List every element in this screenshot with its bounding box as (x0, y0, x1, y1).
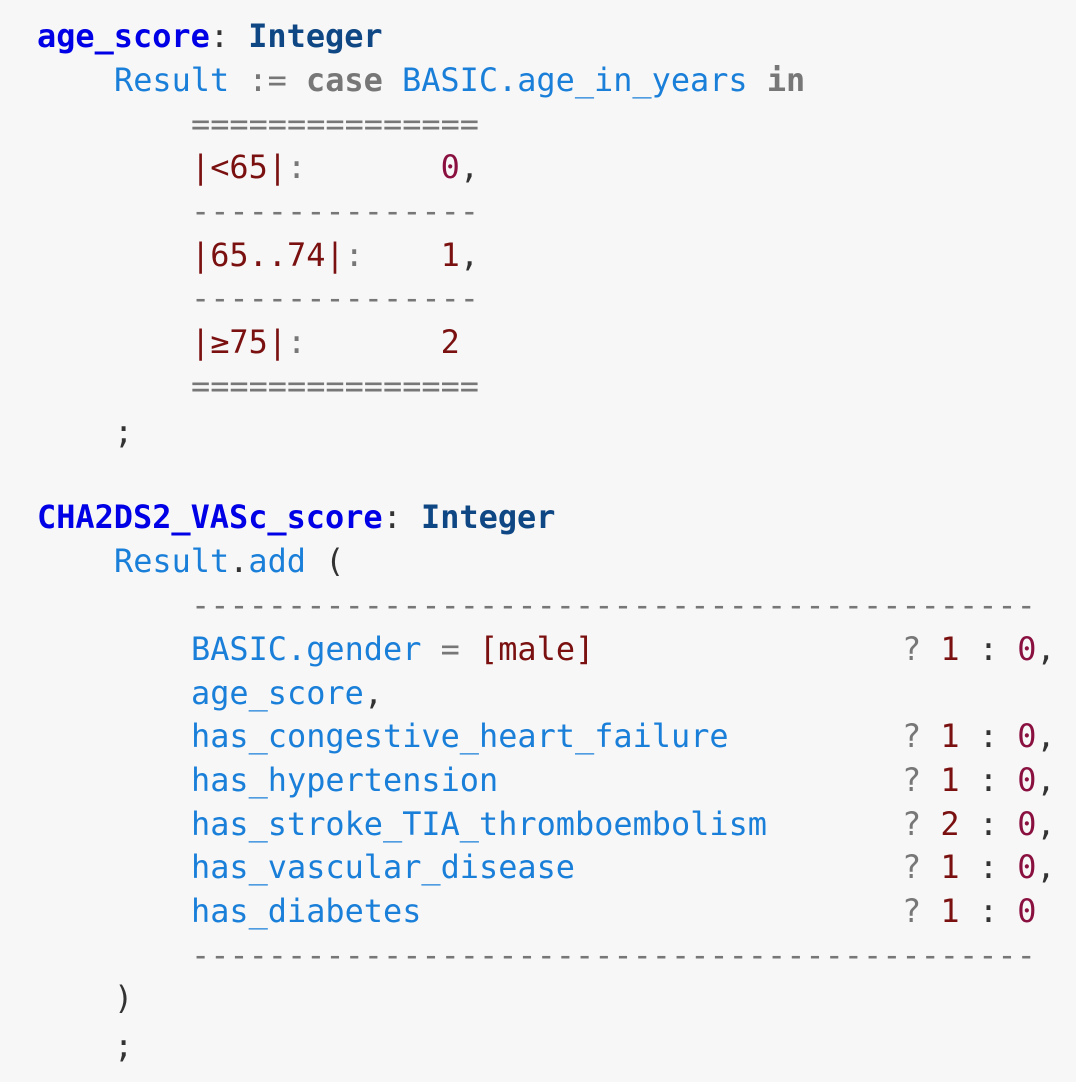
gender-expression: BASIC.gender (191, 630, 422, 668)
age-score-type: Integer (248, 17, 383, 55)
row-bar-close: | (267, 323, 288, 361)
term-name: has_hypertension (191, 761, 499, 799)
row-bar-open: | (191, 236, 211, 274)
case-row-separator: --------------- (191, 192, 479, 230)
ternary-question: ? (902, 717, 922, 755)
terms-bottom-rule: ----------------------------------------… (191, 936, 1036, 974)
term-comma: , (1036, 717, 1056, 755)
row-colon: : (344, 236, 364, 274)
case-row: |≥75|: 2 (191, 320, 460, 364)
ternary-colon: : (978, 630, 999, 668)
age-score-terminator: ; (114, 413, 134, 451)
terms-top-rule: ----------------------------------------… (191, 586, 1036, 624)
term-row-gender: BASIC.gender = [male] (191, 627, 594, 671)
age-score-name: age_score (37, 17, 210, 55)
ternary-else: 0 (1017, 761, 1037, 799)
row-range: ≥75 (210, 323, 268, 361)
term-row-age-score: age_score, (191, 671, 383, 715)
ternary-then: 1 (940, 761, 960, 799)
age-score-reference: age_score (191, 674, 364, 712)
ternary-question: ? (902, 630, 922, 668)
row-bar-open: | (191, 323, 211, 361)
case-table-bottom-rule: =============== (191, 367, 479, 405)
open-paren: ( (325, 542, 345, 580)
ternary-else: 0 (1017, 630, 1037, 668)
case-row: |65..74|: 1, (191, 233, 479, 277)
case-table-top-rule: =============== (191, 105, 479, 143)
ternary-colon: : (978, 761, 999, 799)
row-colon: : (287, 148, 307, 186)
ternary-colon: : (978, 717, 999, 755)
term-name: has_vascular_disease (191, 848, 575, 886)
ternary-else: 0 (1017, 848, 1037, 886)
gender-value: [male] (479, 630, 595, 668)
term-ternary: ? 1 : 0, (902, 758, 1056, 802)
vasc-score-name: CHA2DS2_VASc_score (37, 498, 383, 536)
term-name: has_stroke_TIA_thromboembolism (191, 805, 767, 843)
ternary-then: 2 (940, 805, 960, 843)
term-comma: , (1036, 761, 1056, 799)
term-ternary: ? 1 : 0 (902, 889, 1036, 933)
row-value: 1 (440, 236, 460, 274)
row-range: 65..74 (210, 236, 326, 274)
case-row: |<65|: 0, (191, 145, 479, 189)
row-value: 2 (440, 323, 460, 361)
ternary-question: ? (902, 848, 922, 886)
vasc-score-type: Integer (421, 498, 556, 536)
row-comma: , (459, 148, 480, 186)
term-comma: , (1036, 805, 1056, 843)
ternary-else: 0 (1017, 892, 1037, 930)
case-expression: BASIC.age_in_years (402, 61, 748, 99)
ternary-colon: : (978, 848, 999, 886)
in-keyword: in (766, 61, 806, 99)
declaration-colon: : (209, 17, 230, 55)
term-ternary: ? 1 : 0, (902, 627, 1056, 671)
add-method: add (248, 542, 307, 580)
term-ternary: ? 1 : 0, (902, 845, 1056, 889)
ternary-then: 1 (940, 717, 960, 755)
term-comma: , (363, 674, 384, 712)
row-range: <65 (210, 148, 268, 186)
ternary-question: ? (902, 761, 922, 799)
vasc-result-line: Result.add ( (114, 539, 344, 583)
term-ternary: ? 1 : 0, (902, 714, 1056, 758)
ternary-colon: : (978, 805, 999, 843)
term-comma: , (1036, 848, 1056, 886)
ternary-question: ? (902, 805, 922, 843)
ternary-question: ? (902, 892, 922, 930)
term-comma: , (1036, 630, 1056, 668)
vasc-score-terminator: ; (114, 1027, 134, 1065)
row-comma: , (459, 236, 480, 274)
row-colon: : (287, 323, 307, 361)
ternary-then: 1 (940, 630, 960, 668)
ternary-else: 0 (1017, 805, 1037, 843)
term-name: has_diabetes (191, 892, 422, 930)
ternary-then: 1 (940, 892, 960, 930)
result-keyword: Result (114, 61, 230, 99)
assign-operator: := (248, 61, 287, 99)
age-score-declaration: age_score: Integer (37, 14, 383, 58)
row-value: 0 (440, 148, 460, 186)
vasc-score-declaration: CHA2DS2_VASc_score: Integer (37, 495, 555, 539)
member-dot: . (229, 542, 249, 580)
ternary-colon: : (978, 892, 999, 930)
case-keyword: case (306, 61, 383, 99)
row-bar-open: | (191, 148, 211, 186)
ternary-then: 1 (940, 848, 960, 886)
equals-operator: = (440, 630, 460, 668)
declaration-colon: : (382, 498, 402, 536)
term-ternary: ? 2 : 0, (902, 802, 1056, 846)
term-name: has_congestive_heart_failure (191, 717, 729, 755)
ternary-else: 0 (1017, 717, 1037, 755)
close-paren: ) (114, 979, 134, 1017)
row-bar-close: | (267, 148, 288, 186)
row-bar-close: | (325, 236, 345, 274)
result-keyword: Result (114, 542, 230, 580)
age-score-result-line: Result := case BASIC.age_in_years in (114, 58, 805, 102)
case-row-separator: --------------- (191, 279, 479, 317)
